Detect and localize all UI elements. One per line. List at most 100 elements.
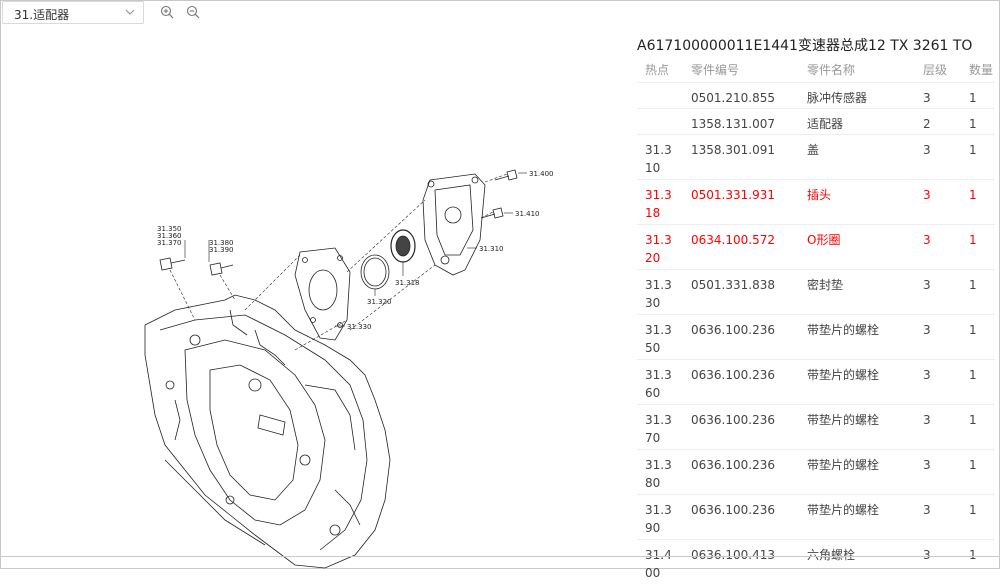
hotspot-label: 31.380	[645, 456, 675, 492]
part-name-cell: 带垫片的螺栓	[799, 405, 915, 450]
quantity-cell: 1	[961, 225, 995, 270]
callout-31-330[interactable]: 31.330	[347, 323, 372, 331]
quantity-cell: 1	[961, 109, 995, 135]
callout-31-320[interactable]: 31.320	[367, 298, 392, 306]
assembly-title: A617100000011E1441变速器总成12 TX 3261 TO	[637, 35, 972, 55]
part-name-cell: 带垫片的螺栓	[799, 360, 915, 405]
part-number-cell: 0634.100.572	[683, 225, 799, 270]
level-cell: 3	[915, 270, 961, 315]
part-number-cell: 0636.100.236	[683, 315, 799, 360]
section-select-value: 31.适配器	[14, 6, 69, 23]
callout-31-390[interactable]: 31.390	[209, 246, 234, 254]
part-number-cell: 0501.331.838	[683, 270, 799, 315]
callout-31-400[interactable]: 31.400	[529, 170, 554, 178]
part-name-cell: 六角螺栓	[799, 540, 915, 584]
hotspot-label: 31.350	[645, 321, 675, 357]
level-cell: 2	[915, 109, 961, 135]
level-cell: 3	[915, 225, 961, 270]
part-name-cell: 脉冲传感器	[799, 83, 915, 109]
part-number-cell: 0501.331.931	[683, 180, 799, 225]
hotspot-cell: 31.318	[637, 180, 683, 225]
hotspot-cell	[637, 109, 683, 135]
hotspot-label: 31.390	[645, 501, 675, 537]
level-cell: 3	[915, 495, 961, 540]
quantity-cell: 1	[961, 450, 995, 495]
level-cell: 3	[915, 540, 961, 584]
hotspot-cell: 31.320	[637, 225, 683, 270]
level-cell: 3	[915, 315, 961, 360]
hotspot-label: 31.330	[645, 276, 675, 312]
hotspot-label: 31.310	[645, 141, 675, 177]
part-name-cell: 带垫片的螺栓	[799, 315, 915, 360]
section-select[interactable]: 31.适配器	[2, 1, 144, 24]
part-number-cell: 1358.131.007	[683, 109, 799, 135]
hotspot-label: 31.318	[645, 186, 675, 222]
part-name-cell: 带垫片的螺栓	[799, 450, 915, 495]
col-header-hotspot: 热点	[637, 56, 683, 83]
level-cell: 3	[915, 405, 961, 450]
quantity-cell: 1	[961, 360, 995, 405]
quantity-cell: 1	[961, 495, 995, 540]
hotspot-cell: 31.350	[637, 315, 683, 360]
hotspot-label: 31.360	[645, 366, 675, 402]
part-number-cell: 0636.100.236	[683, 495, 799, 540]
col-header-part-name: 零件名称	[799, 56, 915, 83]
hotspot-label: 31.370	[645, 411, 675, 447]
level-cell: 3	[915, 180, 961, 225]
part-name-cell: 适配器	[799, 109, 915, 135]
hotspot-cell: 31.330	[637, 270, 683, 315]
part-number-cell: 0636.100.236	[683, 450, 799, 495]
col-header-level: 层级	[915, 56, 961, 83]
level-cell: 3	[915, 360, 961, 405]
hotspot-cell: 31.370	[637, 405, 683, 450]
hotspot-cell: 31.310	[637, 135, 683, 180]
part-name-cell: 带垫片的螺栓	[799, 495, 915, 540]
part-number-cell: 0636.100.236	[683, 360, 799, 405]
quantity-cell: 1	[961, 315, 995, 360]
hotspot-cell: 31.390	[637, 495, 683, 540]
hotspot-label: 31.320	[645, 231, 675, 267]
chevron-down-icon	[125, 7, 135, 17]
quantity-cell: 1	[961, 270, 995, 315]
level-cell: 3	[915, 135, 961, 180]
quantity-cell: 1	[961, 135, 995, 180]
level-cell: 3	[915, 450, 961, 495]
part-name-cell: 密封垫	[799, 270, 915, 315]
quantity-cell: 1	[961, 540, 995, 584]
zoom-out-icon[interactable]	[186, 5, 200, 19]
callout-31-318[interactable]: 31.318	[395, 279, 420, 287]
callout-31-410[interactable]: 31.410	[515, 210, 540, 218]
part-name-cell: O形圈	[799, 225, 915, 270]
callout-31-310[interactable]: 31.310	[479, 245, 504, 253]
part-name-cell: 插头	[799, 180, 915, 225]
quantity-cell: 1	[961, 83, 995, 109]
col-header-part-number: 零件编号	[683, 56, 799, 83]
exploded-parts-diagram[interactable]: 31.400 31.410 31.310 31.318 31.320 31.33…	[135, 160, 555, 570]
part-number-cell: 0636.100.236	[683, 405, 799, 450]
bottom-border	[0, 556, 1000, 557]
part-number-cell: 0636.100.413	[683, 540, 799, 584]
callout-31-370[interactable]: 31.370	[157, 239, 182, 247]
part-name-cell: 盖	[799, 135, 915, 180]
part-number-cell: 1358.301.091	[683, 135, 799, 180]
table-header-row: 热点 零件编号 零件名称 层级 数量	[637, 56, 995, 83]
hotspot-cell	[637, 83, 683, 109]
level-cell: 3	[915, 83, 961, 109]
part-number-cell: 0501.210.855	[683, 83, 799, 109]
quantity-cell: 1	[961, 180, 995, 225]
hotspot-label: 31.400	[645, 546, 675, 582]
zoom-in-icon[interactable]	[160, 5, 174, 19]
hotspot-cell: 31.400	[637, 540, 683, 584]
